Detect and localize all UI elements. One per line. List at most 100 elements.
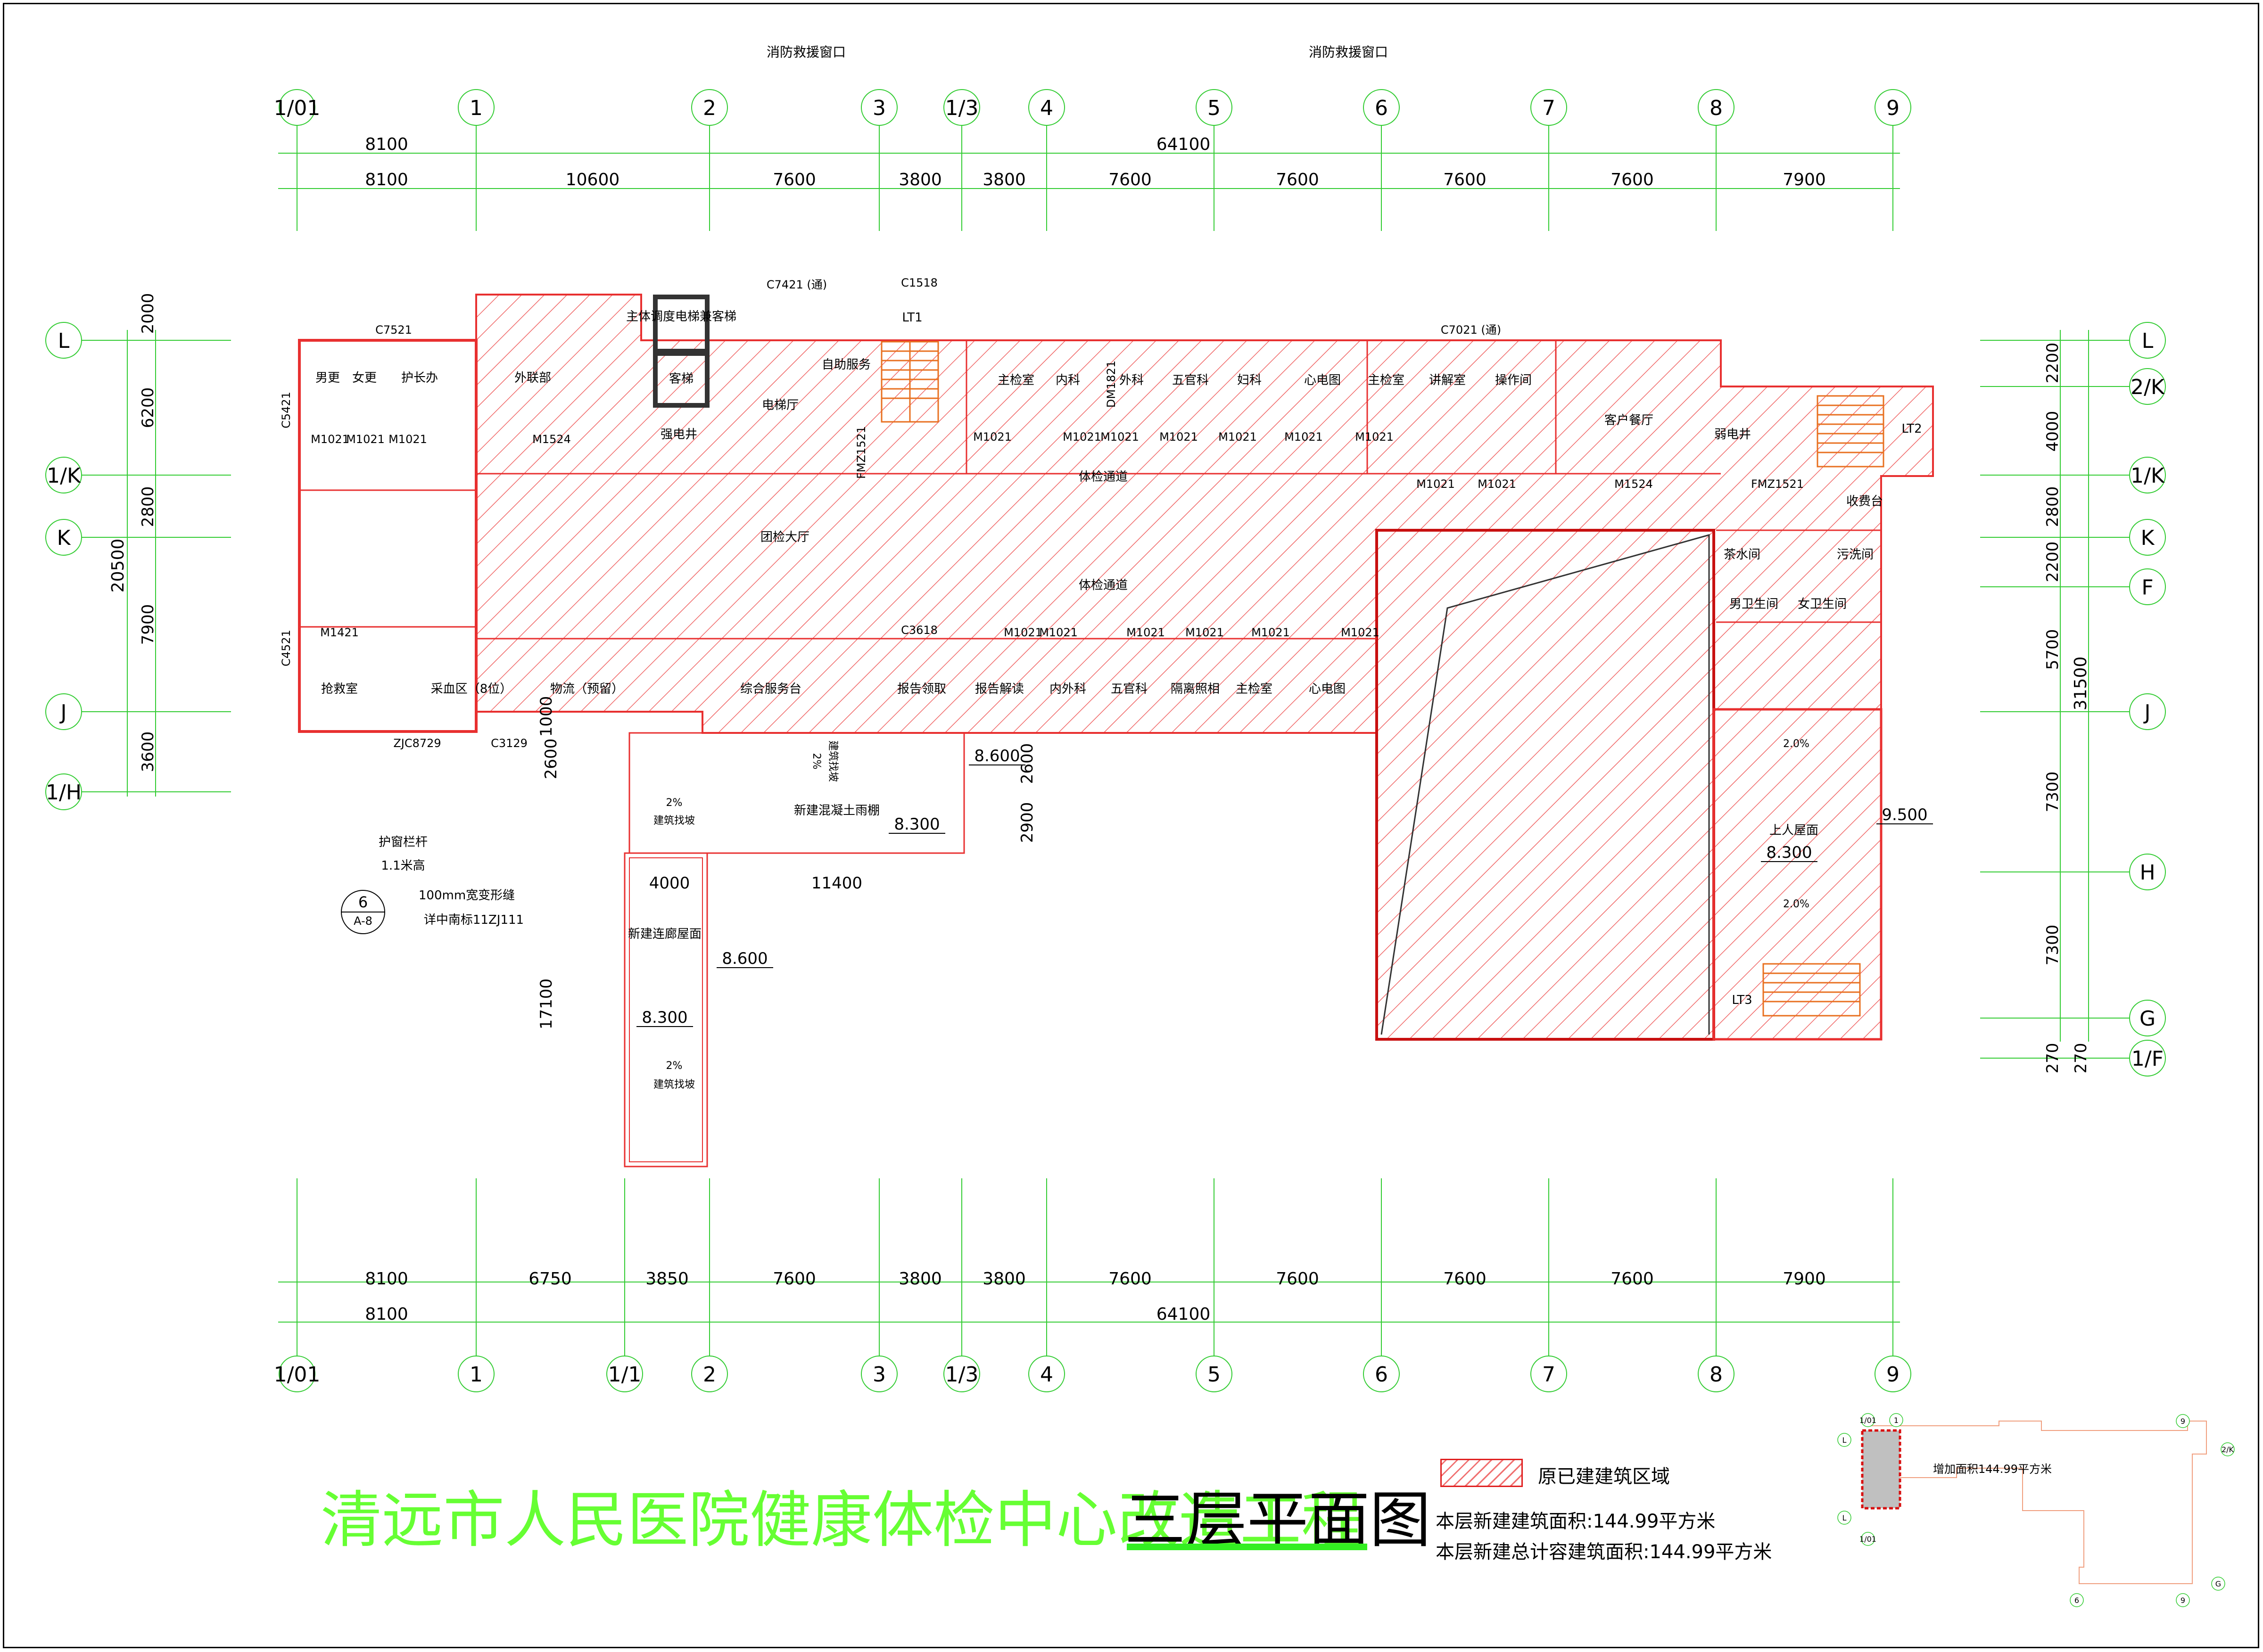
slope-mark: 建筑找坡 (653, 815, 695, 827)
dim-right: 2800 (2043, 486, 2062, 527)
door-window-tag: M1021 (1416, 477, 1455, 491)
axis-label-top: 4 (1040, 96, 1053, 120)
room-label: 综合服务台 (740, 682, 801, 696)
slope-mark: 2% (666, 1060, 683, 1072)
stair-lt2 (1817, 395, 1884, 468)
key-plan-axis-bubble (2176, 1593, 2190, 1607)
misc-dimension: 2900 (1018, 802, 1037, 843)
axis-label-right: 1/K (2131, 464, 2165, 488)
room-label: 心电图 (1309, 682, 1346, 696)
room-label: 内外科 (1049, 682, 1086, 696)
level-mark: 9.500 (1882, 805, 1927, 824)
dim-left: 3600 (139, 731, 157, 773)
slope-mark: 2.0% (1783, 738, 1809, 750)
room-label: 五官科 (1172, 373, 1209, 387)
key-plan-axis-label: 1/01 (1859, 1416, 1876, 1425)
axis-label-top: 6 (1375, 96, 1388, 120)
room-label: LT1 (902, 311, 922, 325)
door-window-tag: M1021 (1100, 430, 1139, 444)
key-plan-axis-label: G (2215, 1579, 2221, 1588)
door-window-tag: M1021 (1039, 626, 1078, 639)
axis-label-bottom: 6 (1375, 1363, 1388, 1387)
room-label: LT3 (1732, 993, 1752, 1007)
misc-dimension: 2600 (542, 739, 561, 780)
room-label: 报告领取 (897, 682, 946, 696)
room-label: 电梯厅 (762, 398, 799, 412)
key-plan-axis-bubble (1837, 1511, 1851, 1525)
slope-mark: 2.0% (1783, 898, 1809, 910)
door-window-tag: C1518 (901, 276, 938, 289)
axis-label-bottom: 9 (1886, 1363, 1900, 1387)
key-plan-axis-label: L (1842, 1436, 1847, 1445)
room-label: 外科 (1119, 373, 1144, 387)
dim-right: 270 (2043, 1043, 2062, 1074)
door-window-tag: M1021 (1355, 430, 1394, 444)
key-plan-axis-label: 2/K (2222, 1445, 2234, 1454)
door-window-tag: C4521 (280, 630, 293, 666)
room-label: 100mm宽变形缝 (419, 888, 515, 903)
door-window-tag: C7021 (通) (1441, 323, 1501, 337)
door-window-tag: M1021 (973, 430, 1012, 444)
dim-top: 7600 (773, 170, 816, 189)
axis-label-right: J (2143, 700, 2151, 724)
room-label: 男更 (315, 371, 340, 385)
level-mark: 8.600 (974, 747, 1020, 765)
dim-top: 7600 (1611, 170, 1654, 189)
stair-lt1 (881, 341, 939, 423)
axis-label-top: 1 (470, 96, 483, 120)
axis-label-right: 1/F (2131, 1047, 2164, 1071)
key-plan-axis-bubble (2070, 1593, 2084, 1607)
dim-bottom: 7900 (1783, 1269, 1826, 1289)
room-label: 女更 (352, 371, 377, 385)
dim-top: 7600 (1108, 170, 1152, 189)
axis-label-bottom: 1/1 (608, 1363, 642, 1387)
dim-right: 5700 (2043, 629, 2062, 670)
room-label: 团检大厅 (760, 530, 809, 544)
room-label: 主检室 (1368, 373, 1404, 387)
axis-label-top: 9 (1886, 96, 1900, 120)
level-mark: 8.300 (1766, 843, 1812, 862)
door-window-tag: M1021 (311, 433, 349, 446)
dim-bottom-total: 64100 (1156, 1305, 1211, 1324)
door-window-tag: M1021 (1126, 626, 1165, 639)
fire-rescue-window-label: 消防救援窗口 (1309, 44, 1388, 60)
new-corridor-roof (624, 852, 708, 1167)
axis-label-bottom: 1/01 (274, 1363, 321, 1387)
left-wing (298, 339, 478, 733)
key-plan-axis-label: 1/01 (1859, 1535, 1876, 1544)
new-plot-area-note: 本层新建总计容建筑面积:144.99平方米 (1436, 1541, 1772, 1563)
key-plan-axis-bubble (1837, 1433, 1851, 1447)
door-window-tag: FMZ1521 (1751, 477, 1804, 491)
detail-ref-sheet: A-8 (354, 914, 372, 928)
existing-building-area (475, 294, 1934, 1040)
dim-top: 10600 (566, 170, 620, 189)
dim-left-total: 20500 (108, 539, 128, 593)
dim-bottom: 7600 (1276, 1269, 1319, 1289)
slope-mark: 2% (666, 797, 683, 809)
dim-bottom: 7600 (1108, 1269, 1152, 1289)
room-label: 污洗间 (1837, 548, 1874, 562)
axis-label-bottom: 1 (470, 1363, 483, 1387)
room-label: 内科 (1056, 373, 1080, 387)
new-area-note: 本层新建建筑面积:144.99平方米 (1436, 1511, 1716, 1532)
level-mark: 8.600 (722, 949, 768, 968)
stair-lt3 (1762, 963, 1861, 1017)
axis-label-right: G (2139, 1007, 2156, 1031)
door-window-tag: C3618 (901, 624, 938, 637)
door-window-tag: DM1821 (1105, 361, 1118, 408)
door-window-tag: C7421 (通) (767, 278, 827, 291)
key-plan-axis-bubble (2211, 1577, 2225, 1591)
dim-top: 3800 (899, 170, 942, 189)
axis-label-bottom: 7 (1542, 1363, 1555, 1387)
door-window-tag: M1021 (1218, 430, 1257, 444)
door-window-tag: C7521 (375, 323, 412, 337)
door-window-tag: M1021 (1251, 626, 1290, 639)
axis-label-right: 2/K (2131, 375, 2165, 399)
room-label: 茶水间 (1724, 548, 1760, 562)
dim-left: 7900 (139, 604, 157, 645)
key-plan-axis-label: 6 (2074, 1596, 2079, 1605)
room-label: 外联部 (514, 371, 551, 385)
misc-dimension: 4000 (649, 874, 690, 893)
dim-right: 2200 (2043, 542, 2062, 583)
